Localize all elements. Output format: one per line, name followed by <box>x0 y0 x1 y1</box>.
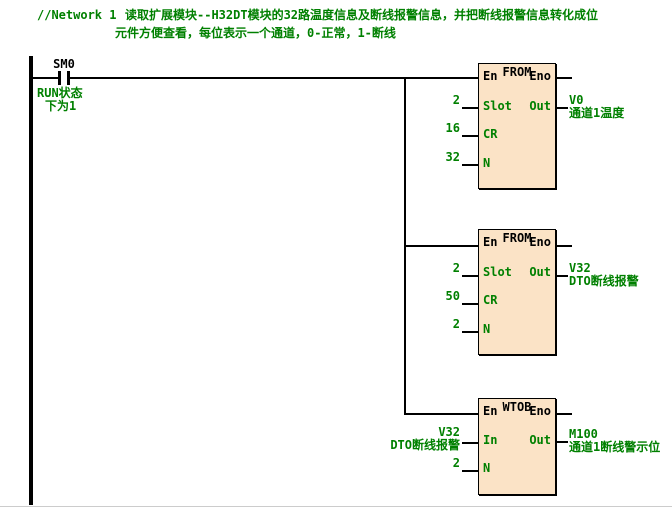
block1-out-pin: Out <box>529 99 551 113</box>
from-block-2[interactable]: FROM En Eno Slot Out CR N <box>478 229 556 355</box>
network-comment-line2: 元件方便查看，每位表示一个通道，0-正常，1-断线 <box>115 26 396 40</box>
wire-branch-to-block2 <box>404 245 479 247</box>
block3-n-stub <box>462 470 478 472</box>
contact-bar-left[interactable] <box>58 71 61 85</box>
block1-slot-pin: Slot <box>483 99 512 113</box>
block3-eno-stub <box>557 413 572 415</box>
block1-n-stub <box>462 164 478 166</box>
block1-out-label[interactable]: V0 通道1温度 <box>569 94 624 120</box>
block2-eno-pin: Eno <box>529 235 551 249</box>
block3-in-stub <box>462 442 478 444</box>
block3-out-operand[interactable]: M100 <box>569 427 598 441</box>
block3-out-pin: Out <box>529 433 551 447</box>
block2-n-value[interactable]: 2 <box>452 317 460 331</box>
block3-in-operand-comment: DTO断线报警 <box>390 438 460 452</box>
block2-slot-value[interactable]: 2 <box>452 261 460 275</box>
block3-n-pin: N <box>483 461 491 475</box>
block3-out-comment: 通道1断线警示位 <box>569 440 661 454</box>
wire-contact-to-block1 <box>70 77 479 79</box>
block2-slot-pin: Slot <box>483 265 512 279</box>
contact-bar-right[interactable] <box>67 71 70 85</box>
contact-comment-line1: RUN状态 <box>37 86 83 100</box>
power-rail <box>29 56 33 505</box>
block1-cr-value[interactable]: 16 <box>445 121 460 135</box>
block1-eno-stub <box>557 77 572 79</box>
block3-in-pin: In <box>483 433 498 447</box>
network-comment-label: //Network 1 <box>37 8 117 22</box>
block2-cr-stub <box>462 303 478 305</box>
block3-in-operand-label[interactable]: V32 DTO断线报警 <box>320 426 460 452</box>
block2-title: FROM <box>502 231 532 245</box>
network-comment-line1: 读取扩展模块--H32DT模块的32路温度信息及断线报警信息，并把断线报警信息转… <box>125 8 599 22</box>
block2-out-stub <box>557 275 568 277</box>
block1-title: FROM <box>502 65 532 79</box>
block2-n-pin: N <box>483 322 491 336</box>
wire-rail-to-contact <box>33 77 58 79</box>
block1-n-pin: N <box>483 156 491 170</box>
block2-cr-pin: CR <box>483 293 498 307</box>
block2-en-pin: En <box>483 235 498 249</box>
block1-eno-pin: Eno <box>529 69 551 83</box>
block2-out-pin: Out <box>529 265 551 279</box>
contact-comment-line2: 下为1 <box>45 99 77 113</box>
block1-slot-value[interactable]: 2 <box>452 93 460 107</box>
block2-n-stub <box>462 331 478 333</box>
block3-out-stub <box>557 441 568 443</box>
block1-out-comment: 通道1温度 <box>569 106 625 120</box>
block3-n-value[interactable]: 2 <box>452 456 460 470</box>
block2-cr-value[interactable]: 50 <box>445 289 460 303</box>
block1-en-pin: En <box>483 69 498 83</box>
block3-en-pin: En <box>483 404 498 418</box>
block1-n-value[interactable]: 32 <box>445 150 460 164</box>
block1-out-stub <box>557 107 568 109</box>
wire-branch-to-block3 <box>404 413 479 415</box>
block3-out-label[interactable]: M100 通道1断线警示位 <box>569 428 660 454</box>
block1-out-operand[interactable]: V0 <box>569 93 584 107</box>
block3-eno-pin: Eno <box>529 404 551 418</box>
block2-eno-stub <box>557 245 572 247</box>
from-block-1[interactable]: FROM En Eno Slot Out CR N <box>478 63 556 189</box>
block2-out-label[interactable]: V32 DTO断线报警 <box>569 262 639 288</box>
block2-slot-stub <box>462 275 478 277</box>
block2-out-comment: DTO断线报警 <box>569 274 639 288</box>
block3-title: WTOB <box>502 400 532 414</box>
block1-slot-stub <box>462 107 478 109</box>
block3-in-operand[interactable]: V32 <box>438 425 460 439</box>
network-separator <box>0 506 672 507</box>
block1-cr-stub <box>462 135 478 137</box>
block1-cr-pin: CR <box>483 127 498 141</box>
contact-operand[interactable]: SM0 <box>53 57 75 71</box>
wtob-block[interactable]: WTOB En Eno In Out N <box>478 398 556 495</box>
block2-out-operand[interactable]: V32 <box>569 261 591 275</box>
